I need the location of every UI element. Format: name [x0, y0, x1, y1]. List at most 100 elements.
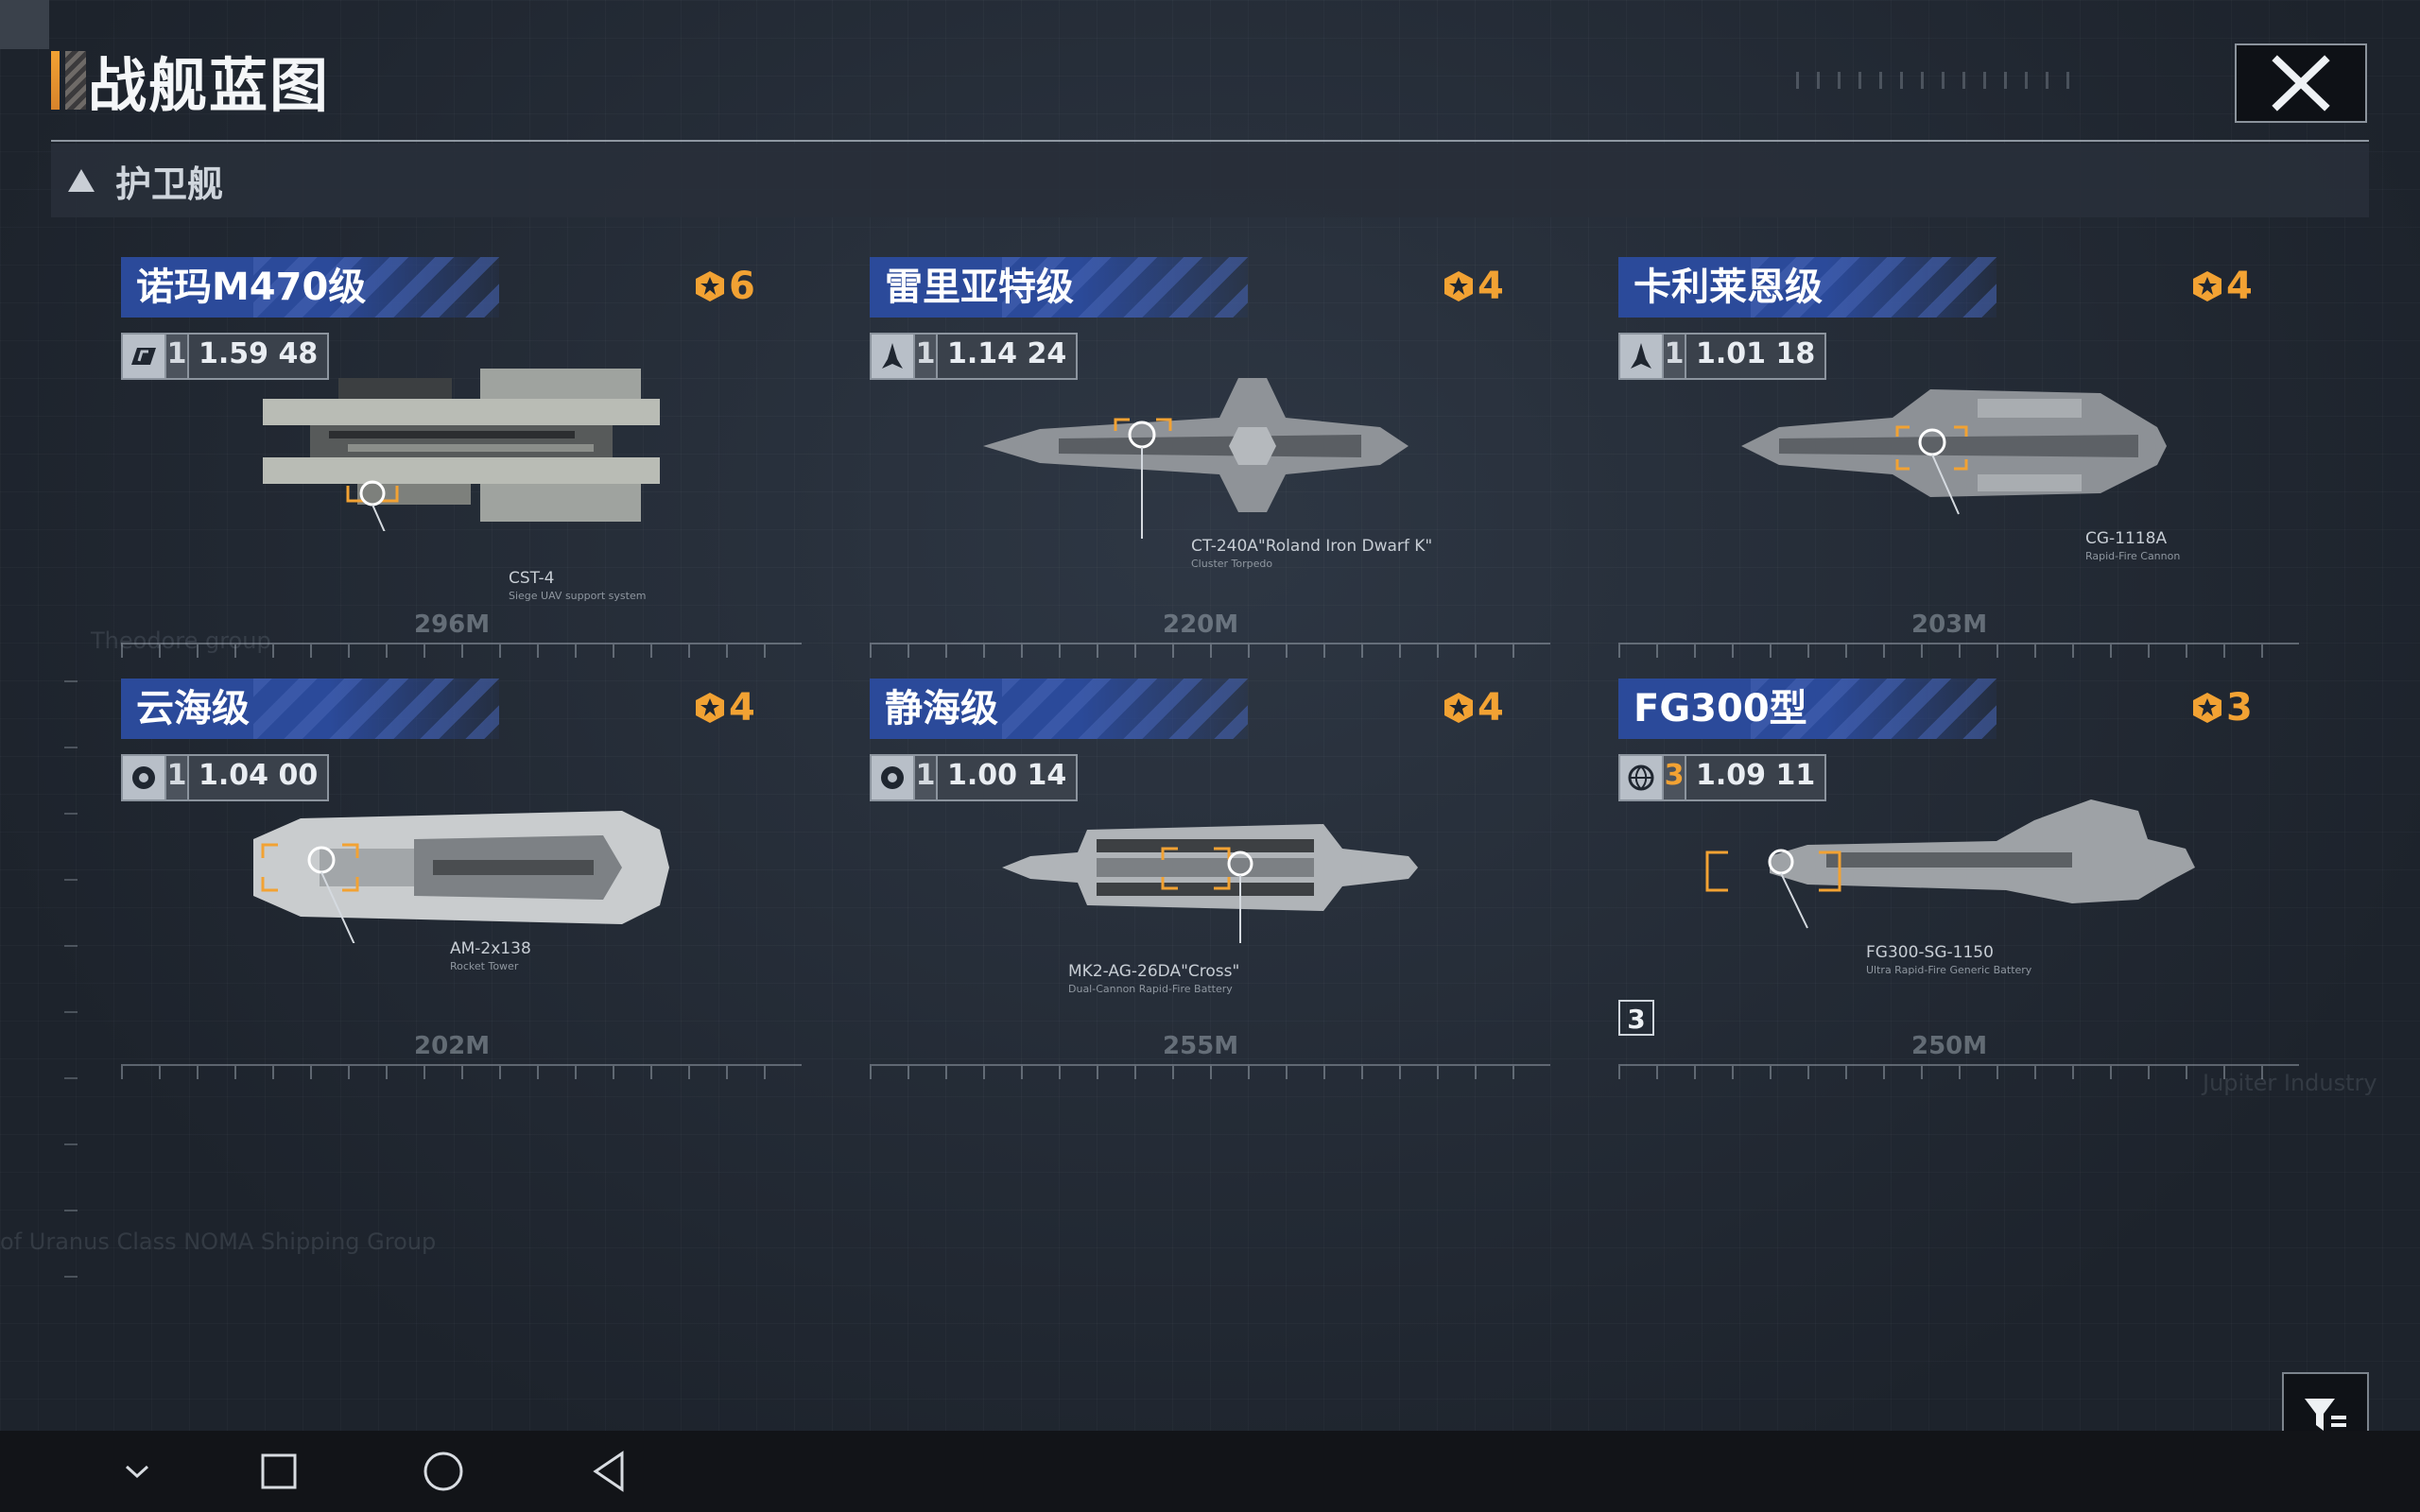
watermark-text: of Uranus Class NOMA Shipping Group: [0, 1228, 437, 1255]
ship-blueprint-image: [263, 369, 660, 531]
ship-card[interactable]: 卡利莱恩级 4 1 1.01 18 CG-1118A Rapid-Fire Ca…: [1618, 257, 2299, 663]
nav-home-button[interactable]: [422, 1450, 465, 1493]
weapon-label: AM-2x138 Rocket Tower: [450, 939, 531, 972]
ship-name: 卡利莱恩级: [1634, 266, 1823, 309]
ship-stat-box: 1 1.14 24: [870, 333, 1079, 380]
ship-cost: 4: [2190, 265, 2253, 308]
ship-card-header: [870, 679, 1248, 739]
weapon-label: CG-1118A Rapid-Fire Cannon: [2085, 529, 2180, 562]
weapon-desc: Ultra Rapid-Fire Generic Battery: [1866, 964, 2032, 976]
section-label: 护卫舰: [115, 163, 224, 205]
ship-card-header: [870, 257, 1248, 318]
ship-length: 255M: [1163, 1032, 1239, 1060]
cost-value: 4: [1478, 686, 1504, 730]
command-cost-icon: [696, 693, 724, 723]
weapon-name: CT-240A"Roland Iron Dwarf K": [1191, 537, 1433, 556]
ship-ruler-ticks: [121, 1066, 802, 1079]
ship-blueprint-image: [1741, 389, 2167, 515]
cost-value: 3: [2226, 686, 2253, 730]
ship-stat-value: 1.01 18: [1685, 335, 1825, 378]
ship-count: 3: [1627, 1004, 1646, 1035]
ship-cost: 3: [2190, 686, 2253, 730]
command-cost-icon: [2193, 271, 2221, 301]
ship-tier: 1: [164, 335, 187, 378]
nav-collapse-button[interactable]: [115, 1450, 159, 1493]
ship-stat-value: 1.09 11: [1685, 756, 1825, 799]
ship-cost: 4: [1442, 265, 1504, 308]
rocket-icon: [872, 335, 913, 378]
nav-recents-button[interactable]: [257, 1450, 301, 1493]
ship-ruler-ticks: [870, 1066, 1550, 1079]
command-cost-icon: [1444, 693, 1473, 723]
ship-blueprint-image: [253, 811, 669, 943]
command-cost-icon: [2193, 693, 2221, 723]
ship-cost: 4: [1442, 686, 1504, 730]
square-recents-icon: [261, 1453, 297, 1489]
ship-tier: 1: [913, 335, 936, 378]
ship-ruler-ticks: [1618, 644, 2299, 658]
ship-card-header: [121, 257, 499, 318]
title-stripe: [65, 51, 86, 110]
section-header-frigate[interactable]: 护卫舰: [51, 144, 2369, 217]
ship-card[interactable]: 诺玛M470级 6 1 1.59 48 CST-4 Siege UAV supp…: [121, 257, 802, 663]
page-title: 战舰蓝图: [88, 51, 331, 120]
ship-ruler: [870, 1064, 1550, 1087]
ship-card[interactable]: 静海级 4 1 1.00 14 MK2-AG-26DA"Cross" Dual-…: [870, 679, 1550, 1085]
command-cost-icon: [696, 271, 724, 301]
nav-back-button[interactable]: [588, 1450, 631, 1493]
weapon-desc: Cluster Torpedo: [1191, 558, 1273, 570]
weapon-name: MK2-AG-26DA"Cross": [1068, 962, 1240, 981]
ship-stat-box: 1 1.04 00: [121, 754, 330, 801]
ship-name: FG300型: [1634, 687, 1807, 730]
globe-icon: [1620, 756, 1662, 799]
ship-tier: 3: [1662, 756, 1685, 799]
weapon-name: FG300-SG-1150: [1866, 943, 1994, 962]
ship-card[interactable]: 雷里亚特级 4 1 1.14 24 CT-240A"Roland Iron Dw…: [870, 257, 1550, 663]
ship-tier: 1: [913, 756, 936, 799]
weapon-name: CST-4: [509, 569, 555, 588]
ship-ruler: [870, 643, 1550, 665]
cost-value: 4: [2226, 265, 2253, 308]
header-divider: [51, 140, 2369, 142]
triangle-back-icon: [593, 1451, 624, 1492]
ship-card-header: [1618, 679, 1996, 739]
close-button[interactable]: [2235, 43, 2367, 123]
circle-home-icon: [424, 1452, 463, 1491]
ship-stat-box: 1 1.01 18: [1618, 333, 1827, 380]
weapon-label: CT-240A"Roland Iron Dwarf K" Cluster Tor…: [1191, 537, 1432, 570]
ship-stat-value: 1.59 48: [187, 335, 328, 378]
manufacturer-nm-icon: [123, 335, 164, 378]
weapon-label: MK2-AG-26DA"Cross" Dual-Cannon Rapid-Fir…: [1068, 962, 1239, 995]
weapon-label: FG300-SG-1150 Ultra Rapid-Fire Generic B…: [1866, 943, 2031, 976]
triangle-up-icon: [68, 169, 95, 192]
weapon-desc: Rapid-Fire Cannon: [2085, 550, 2181, 562]
ship-stat-value: 1.04 00: [187, 756, 328, 799]
cost-value: 4: [1478, 265, 1504, 308]
ship-length: 250M: [1911, 1032, 1988, 1060]
watermark-text: Jupiter Industry: [2203, 1070, 2377, 1096]
ship-stat-box: 1 1.00 14: [870, 754, 1079, 801]
cost-value: 4: [729, 686, 755, 730]
page-title-group: 战舰蓝图: [51, 49, 330, 120]
weapon-name: CG-1118A: [2085, 529, 2168, 548]
ship-card-header: [1618, 257, 1996, 318]
weapon-label: CST-4 Siege UAV support system: [509, 569, 646, 602]
ship-cost: 6: [693, 265, 755, 308]
ship-stat-box: 3 1.09 11: [1618, 754, 1827, 801]
side-ruler: [64, 680, 78, 1342]
weapon-desc: Siege UAV support system: [509, 590, 647, 602]
ship-ruler-ticks: [121, 644, 802, 658]
ship-card[interactable]: 云海级 4 1 1.04 00 AM-2x138 Rocket Tower 20…: [121, 679, 802, 1085]
faction-gear-icon: [872, 756, 913, 799]
ship-ruler: [1618, 643, 2299, 665]
ship-card[interactable]: FG300型 3 3 1.09 11 FG300-SG-1150 Ultra R…: [1618, 679, 2299, 1085]
chevron-down-icon: [125, 1465, 149, 1479]
ship-stat-value: 1.00 14: [936, 756, 1077, 799]
system-navbar: [0, 1431, 2420, 1512]
ship-ruler: [121, 643, 802, 665]
ship-tier: 1: [1662, 335, 1685, 378]
ship-blueprint-image: [983, 378, 1409, 539]
ship-name: 诺玛M470级: [136, 266, 367, 309]
ship-length: 202M: [414, 1032, 491, 1060]
ship-count-badge: 3: [1618, 1000, 1654, 1036]
